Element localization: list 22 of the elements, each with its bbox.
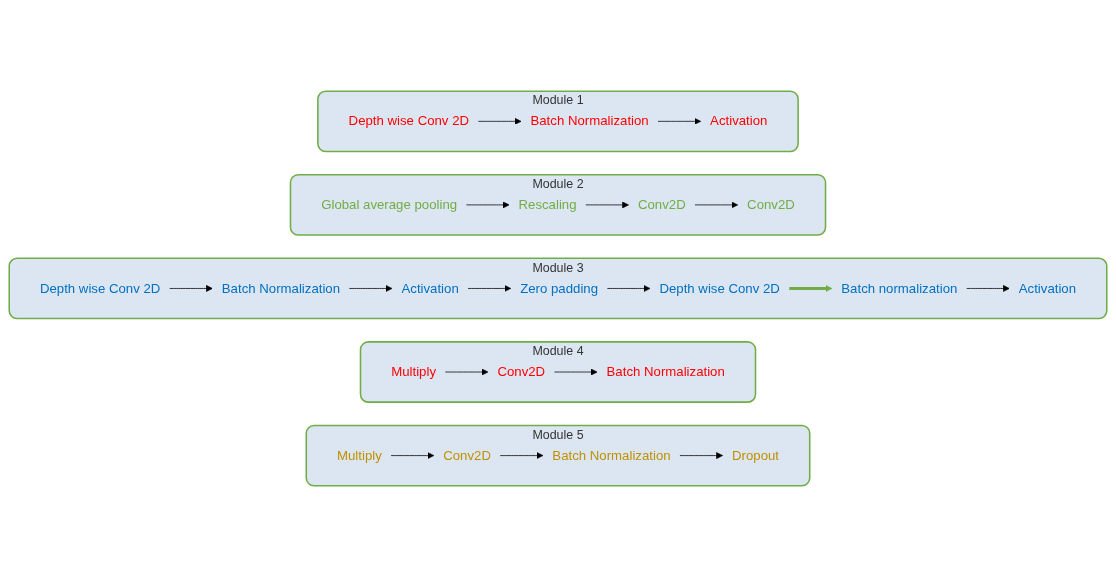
arrow: [789, 284, 833, 292]
node-text: Activation: [1018, 280, 1077, 296]
node-text: Activation: [401, 280, 459, 296]
node-text: Batch Normalization: [530, 113, 649, 129]
node-text: Activation: [710, 113, 768, 129]
node-text: Conv2D: [497, 363, 546, 379]
node-text: Batch Normalization: [606, 363, 725, 379]
node-text: Conv2D: [637, 196, 686, 212]
node-text: Batch Normalization: [552, 447, 671, 463]
node-text: Depth wise Conv 2D: [659, 280, 780, 296]
node-text: Rescaling: [518, 196, 577, 212]
node-text: Conv2D: [443, 447, 491, 463]
node-text: Depth wise Conv 2D: [348, 113, 470, 129]
node-text: Multiply: [336, 447, 382, 463]
node-text: Batch Normalization: [221, 280, 341, 296]
node-text: Dropout: [732, 447, 780, 463]
node-text: Depth wise Conv 2D: [39, 280, 161, 296]
node-text: Conv2D: [747, 196, 795, 212]
node-text: Global average pooling: [321, 196, 458, 212]
node-text: Batch normalization: [841, 280, 958, 296]
node-text: Multiply: [391, 363, 436, 379]
node-text: Zero padding: [520, 280, 599, 296]
